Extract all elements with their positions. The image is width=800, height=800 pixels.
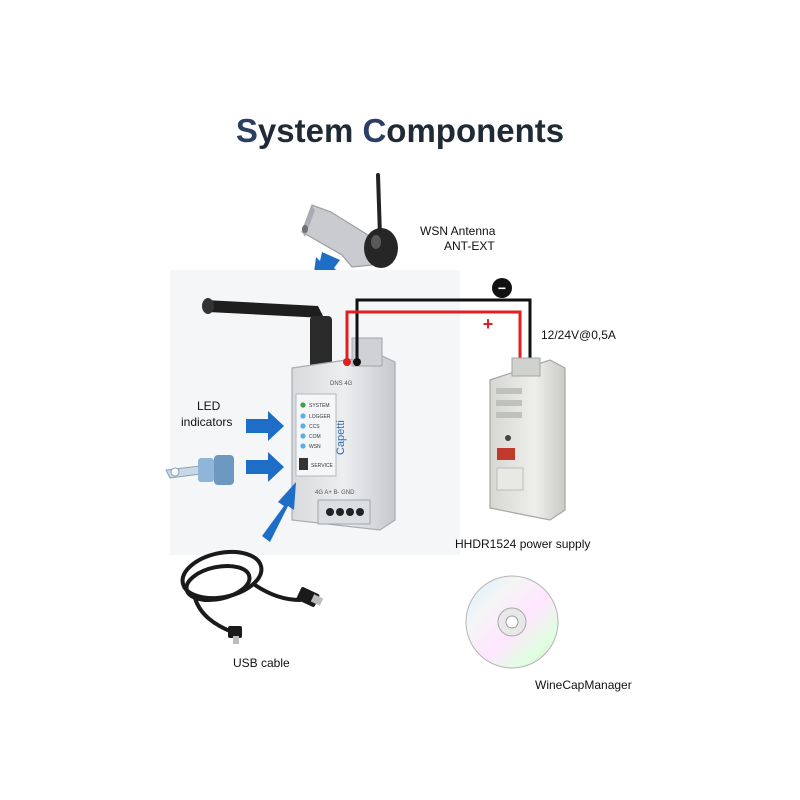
- negative-terminal-icon: [492, 278, 512, 298]
- device-brand: Capetti: [335, 420, 347, 455]
- arrow-clip: [246, 452, 284, 482]
- cd-icon: [465, 575, 559, 669]
- minus-sign: −: [498, 280, 506, 296]
- led-ccs: CCS: [309, 424, 320, 430]
- wire-negative: [355, 298, 532, 373]
- led-wsn: WSN: [309, 444, 321, 450]
- voltage-label: 12/24V@0,5A: [541, 328, 616, 342]
- arrow-led: [246, 411, 284, 441]
- led-system: SYSTEM: [309, 403, 330, 409]
- led-label-line1: LED: [197, 399, 221, 413]
- software-label: WineCapManager: [535, 678, 632, 692]
- led-com: COM: [309, 434, 321, 440]
- plus-sign: +: [483, 314, 494, 334]
- page-title: System Components: [235, 112, 565, 149]
- led-logger: LOGGER: [309, 414, 331, 420]
- wsn-antenna-icon: [301, 173, 398, 268]
- power-supply-icon: [489, 357, 566, 521]
- led-label-line2: indicators: [181, 415, 233, 429]
- wire-positive: [345, 310, 522, 373]
- antenna-label-line2: ANT-EXT: [444, 239, 495, 253]
- top-terminal-label: DNS 4G: [330, 381, 353, 387]
- arrow-usb: [262, 482, 296, 542]
- usb-cable-label: USB cable: [233, 656, 290, 670]
- capetti-device: DNS 4G 4G A+ B- GND SYSTEM LOGGER CCS CO…: [291, 337, 396, 531]
- usb-cable-icon: [180, 549, 302, 634]
- service-label: SERVICE: [311, 463, 334, 469]
- usb-connector-icon: [165, 455, 234, 485]
- bottom-terminal-label: 4G A+ B- GND: [315, 490, 355, 496]
- antenna-label-line1: WSN Antenna: [420, 224, 496, 238]
- power-supply-label: HHDR1524 power supply: [455, 537, 591, 551]
